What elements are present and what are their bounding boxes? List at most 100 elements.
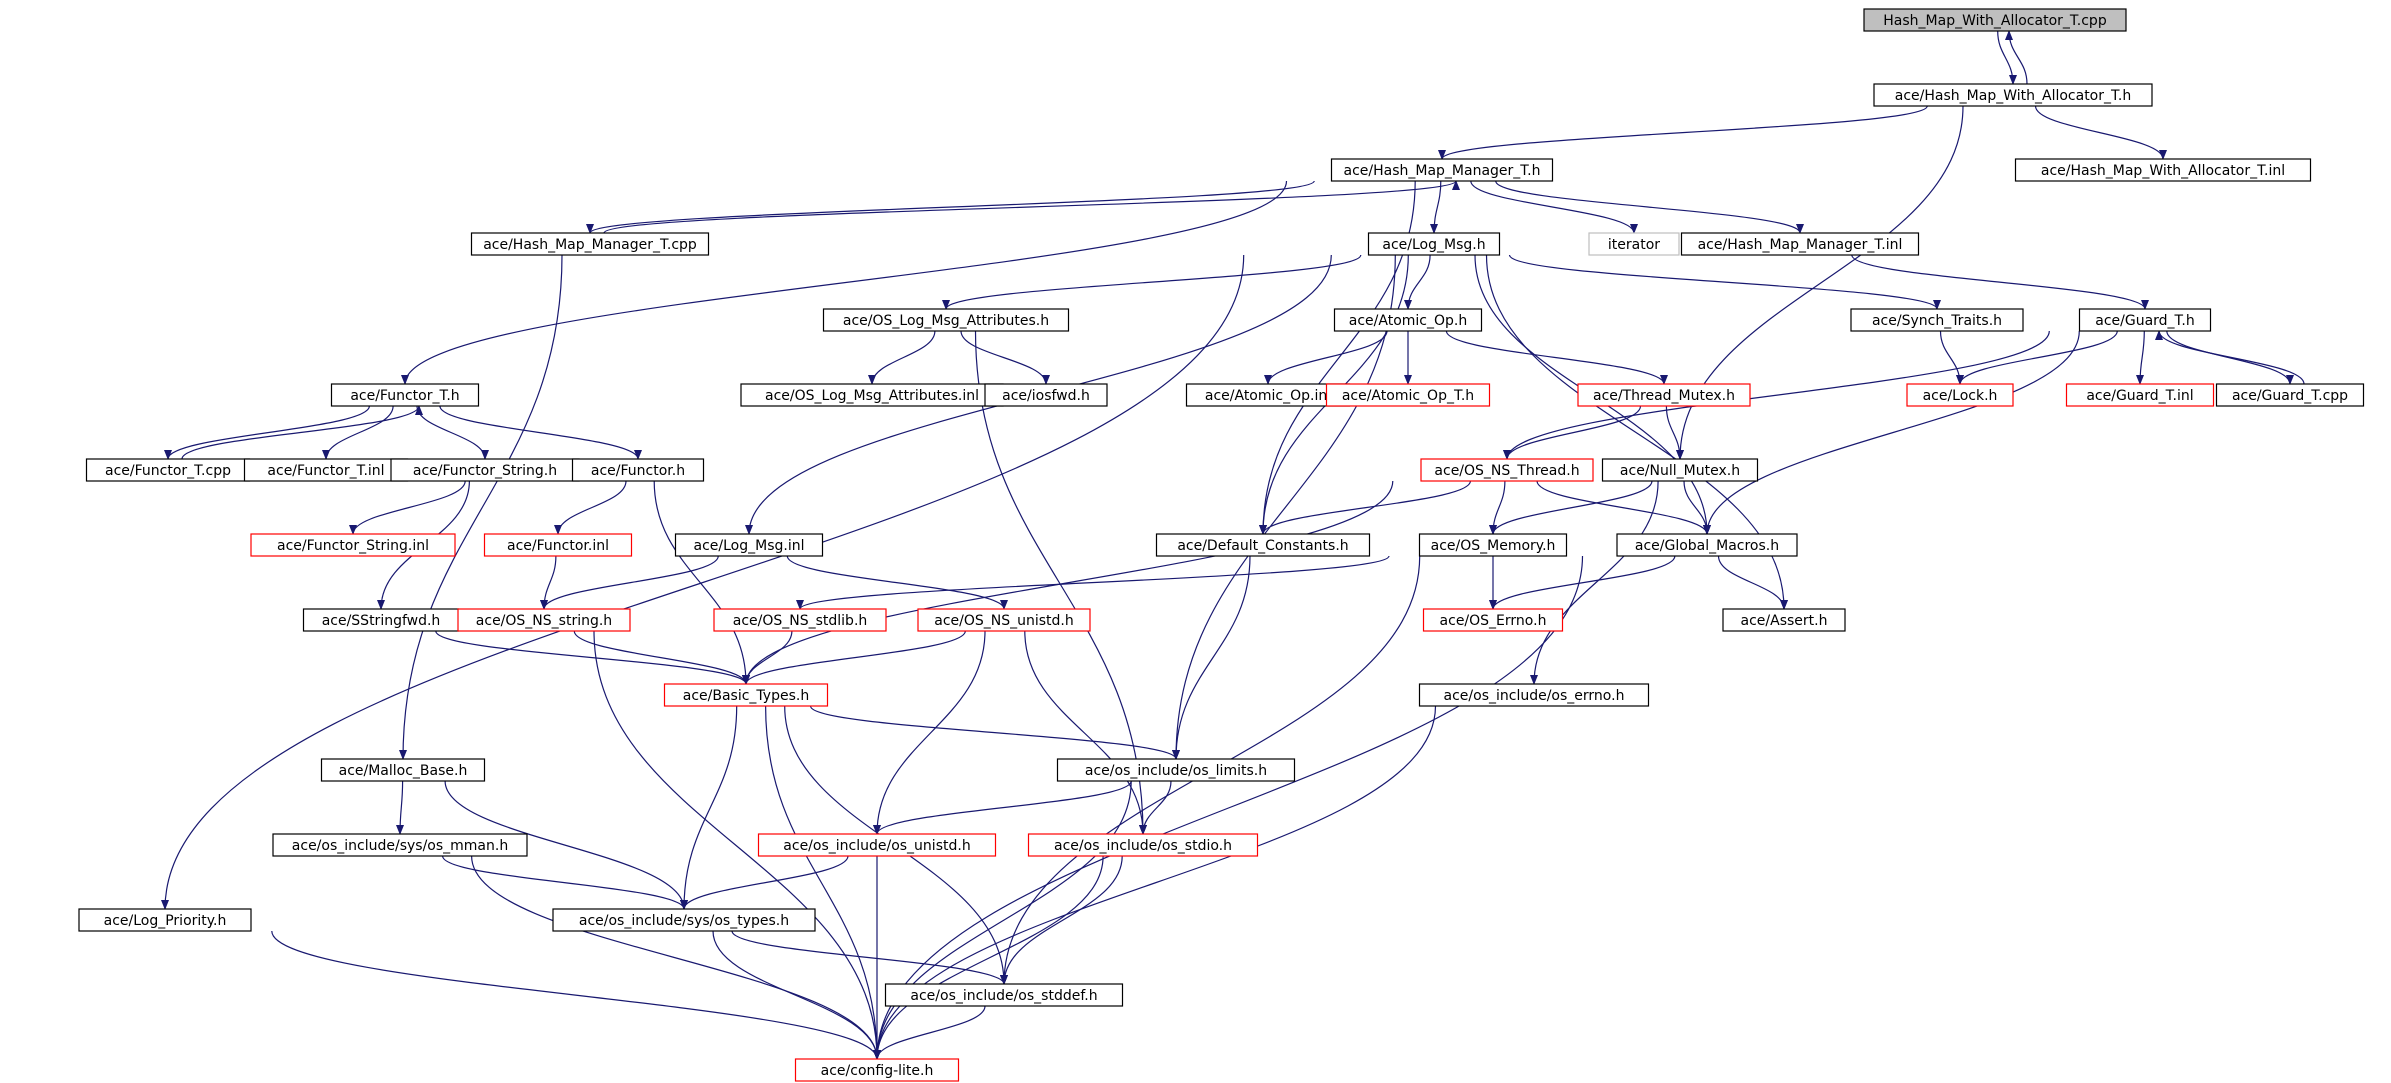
node-ace-os-log-msg-attributes-h[interactable]: ace/OS_Log_Msg_Attributes.h xyxy=(822,308,1070,332)
node-ace-malloc-base-h[interactable]: ace/Malloc_Base.h xyxy=(320,758,486,782)
node-box xyxy=(250,533,456,557)
node-label: ace/OS_Log_Msg_Attributes.h xyxy=(843,313,1049,329)
edge-n8-n14 xyxy=(960,330,1050,385)
node-ace-os-ns-string-h[interactable]: ace/OS_NS_string.h xyxy=(457,608,631,632)
edge-n5-n46 xyxy=(161,254,1245,910)
node-ace-os-ns-thread-h[interactable]: ace/OS_NS_Thread.h xyxy=(1420,458,1594,482)
edge-n28-n34 xyxy=(540,555,557,610)
node-ace-iosfwd-h[interactable]: ace/iosfwd.h xyxy=(984,383,1108,407)
node-ace-guard-t-cpp[interactable]: ace/Guard_T.cpp xyxy=(2215,383,2365,407)
node-box xyxy=(984,383,1108,407)
node-label: ace/Null_Mutex.h xyxy=(1620,463,1740,479)
node-box xyxy=(822,308,1070,332)
edge-n7-n11 xyxy=(1851,254,2149,310)
edge-n12-n23 xyxy=(416,405,489,460)
node-ace-os-ns-stdlib-h[interactable]: ace/OS_NS_stdlib.h xyxy=(713,608,887,632)
node-box xyxy=(757,833,997,857)
edge-n39-n47 xyxy=(680,705,738,910)
node-ace-guard-t-h[interactable]: ace/Guard_T.h xyxy=(2078,308,2212,332)
node-ace-functor-t-h[interactable]: ace/Functor_T.h xyxy=(330,383,480,407)
node-ace-hash-map-manager-t-cpp[interactable]: ace/Hash_Map_Manager_T.cpp xyxy=(470,232,710,256)
node-ace-hash-map-with-allocator-t-inl[interactable]: ace/Hash_Map_With_Allocator_T.inl xyxy=(2014,158,2312,182)
node-ace-functor-string-h[interactable]: ace/Functor_String.h xyxy=(390,458,580,482)
edge-n5-n9 xyxy=(1404,254,1431,310)
node-ace-functor-string-inl[interactable]: ace/Functor_String.inl xyxy=(250,533,456,557)
edge-n26-n32 xyxy=(1683,480,1711,535)
node-ace-log-priority-h[interactable]: ace/Log_Priority.h xyxy=(78,908,252,932)
node-ace-lock-h[interactable]: ace/Lock.h xyxy=(1906,383,2014,407)
node-ace-hash-map-with-allocator-t-h[interactable]: ace/Hash_Map_With_Allocator_T.h xyxy=(1873,83,2153,107)
node-label: ace/os_include/sys/os_mman.h xyxy=(292,838,508,854)
node-label: ace/Functor.inl xyxy=(507,538,609,554)
node-ace-guard-t-inl[interactable]: ace/Guard_T.inl xyxy=(2065,383,2215,407)
node-ace-functor-h[interactable]: ace/Functor.h xyxy=(571,458,705,482)
node-label: ace/Functor_T.h xyxy=(350,388,459,404)
node-ace-os-include-sys-os-mman-h[interactable]: ace/os_include/sys/os_mman.h xyxy=(272,833,528,857)
node-ace-functor-t-cpp[interactable]: ace/Functor_T.cpp xyxy=(85,458,251,482)
node-box xyxy=(1420,458,1594,482)
node-ace-os-include-os-limits-h[interactable]: ace/os_include/os_limits.h xyxy=(1056,758,1296,782)
node-ace-hash-map-manager-t-inl[interactable]: ace/Hash_Map_Manager_T.inl xyxy=(1680,232,1920,256)
node-label: ace/Log_Msg.inl xyxy=(694,538,805,554)
node-ace-sstringfwd-h[interactable]: ace/SStringfwd.h xyxy=(302,608,460,632)
node-iterator[interactable]: iterator xyxy=(1588,232,1680,256)
node-ace-log-msg-inl[interactable]: ace/Log_Msg.inl xyxy=(674,533,824,557)
node-label: ace/Guard_T.cpp xyxy=(2232,388,2348,404)
edge-n11-n20 xyxy=(2166,330,2294,385)
node-ace-functor-t-inl[interactable]: ace/Functor_T.inl xyxy=(243,458,409,482)
edge-n4-n2 xyxy=(603,180,1460,234)
node-ace-config-lite-h[interactable]: ace/config-lite.h xyxy=(794,1058,960,1082)
node-ace-os-include-os-errno-h[interactable]: ace/os_include/os_errno.h xyxy=(1418,683,1650,707)
node-box xyxy=(1722,608,1846,632)
node-ace-assert-h[interactable]: ace/Assert.h xyxy=(1722,608,1846,632)
node-ace-log-msg-h[interactable]: ace/Log_Msg.h xyxy=(1367,232,1501,256)
node-ace-os-log-msg-attributes-inl[interactable]: ace/OS_Log_Msg_Attributes.inl xyxy=(740,383,1004,407)
node-ace-os-ns-unistd-h[interactable]: ace/OS_NS_unistd.h xyxy=(917,608,1091,632)
node-ace-thread-mutex-h[interactable]: ace/Thread_Mutex.h xyxy=(1577,383,1751,407)
node-ace-basic-types-h[interactable]: ace/Basic_Types.h xyxy=(663,683,829,707)
node-ace-null-mutex-h[interactable]: ace/Null_Mutex.h xyxy=(1601,458,1759,482)
node-ace-atomic-op-inl[interactable]: ace/Atomic_Op.inl xyxy=(1185,383,1351,407)
node-ace-hash-map-manager-t-h[interactable]: ace/Hash_Map_Manager_T.h xyxy=(1330,158,1554,182)
node-label: ace/Hash_Map_With_Allocator_T.inl xyxy=(2041,163,2285,179)
node-box xyxy=(663,683,829,707)
node-box xyxy=(1418,533,1568,557)
node-ace-functor-inl[interactable]: ace/Functor.inl xyxy=(483,533,633,557)
node-label: Hash_Map_With_Allocator_T.cpp xyxy=(1883,13,2107,29)
node-box xyxy=(1056,758,1296,782)
edge-n46-n49 xyxy=(271,930,881,1060)
edge-n1-n2 xyxy=(1438,105,1928,160)
node-box xyxy=(1873,83,2153,107)
node-label: ace/config-lite.h xyxy=(821,1063,934,1079)
node-ace-os-memory-h[interactable]: ace/OS_Memory.h xyxy=(1418,533,1568,557)
edge-n4-n41 xyxy=(399,254,563,760)
node-ace-global-macros-h[interactable]: ace/Global_Macros.h xyxy=(1616,533,1798,557)
edge-n32-n38 xyxy=(1717,555,1788,610)
node-label: ace/OS_NS_stdlib.h xyxy=(733,613,868,629)
node-ace-os-include-sys-os-types-h[interactable]: ace/os_include/sys/os_types.h xyxy=(552,908,816,932)
node-ace-os-include-os-unistd-h[interactable]: ace/os_include/os_unistd.h xyxy=(757,833,997,857)
edge-n48-n49 xyxy=(873,1005,986,1060)
node-label: ace/os_include/os_stdio.h xyxy=(1054,838,1232,854)
node-label: ace/Functor.h xyxy=(591,463,685,479)
edge-n17-n26 xyxy=(1665,405,1684,460)
edge-n1-n0 xyxy=(2005,30,2028,85)
node-ace-os-include-os-stddef-h[interactable]: ace/os_include/os_stddef.h xyxy=(884,983,1124,1007)
node-box xyxy=(1367,232,1501,256)
node-ace-synch-traits-h[interactable]: ace/Synch_Traits.h xyxy=(1850,308,2024,332)
node-label: ace/Default_Constants.h xyxy=(1177,538,1348,554)
node-label: ace/iosfwd.h xyxy=(1002,388,1090,404)
node-ace-os-include-os-stdio-h[interactable]: ace/os_include/os_stdio.h xyxy=(1027,833,1259,857)
node-ace-default-constants-h[interactable]: ace/Default_Constants.h xyxy=(1155,533,1371,557)
node-hash-map-with-allocator-t-cpp[interactable]: Hash_Map_With_Allocator_T.cpp xyxy=(1863,8,2127,32)
node-ace-atomic-op-t-h[interactable]: ace/Atomic_Op_T.h xyxy=(1325,383,1491,407)
edge-n17-n25 xyxy=(1503,405,1642,460)
node-ace-atomic-op-h[interactable]: ace/Atomic_Op.h xyxy=(1333,308,1483,332)
edge-n9-n17 xyxy=(1445,330,1668,385)
node-ace-os-errno-h[interactable]: ace/OS_Errno.h xyxy=(1422,608,1564,632)
node-box xyxy=(713,608,887,632)
edge-n24-n39 xyxy=(653,480,750,685)
node-label: ace/Functor_String.inl xyxy=(277,538,429,554)
node-box xyxy=(483,533,633,557)
node-label: ace/Functor_String.h xyxy=(413,463,557,479)
